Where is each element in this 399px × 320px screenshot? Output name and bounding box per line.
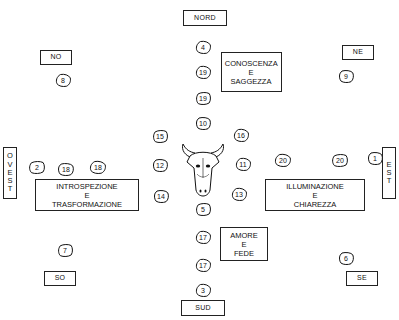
quadrant-box: ILLUMINAZIONE E CHIAREZZA [265, 179, 365, 211]
stone-number: 7 [63, 247, 67, 254]
stone-number: 19 [199, 95, 207, 102]
direction-box: EST [382, 147, 396, 199]
stone-number: 15 [156, 133, 164, 140]
stone-number: 13 [235, 191, 243, 198]
stone-number: 18 [62, 166, 70, 173]
stone-marker: 1 [368, 152, 383, 165]
stone-marker: 20 [332, 154, 348, 167]
stone-number: 10 [199, 120, 207, 127]
stone-number: 1 [373, 155, 377, 162]
quadrant-label: CONOSCENZA E SAGGEZZA [225, 59, 278, 86]
direction-label: NORD [194, 14, 216, 22]
direction-box: NORD [183, 10, 227, 26]
direction-label: NO [50, 53, 61, 61]
stone-marker: 10 [196, 117, 211, 130]
stone-number: 20 [279, 157, 287, 164]
direction-label: SO [55, 274, 66, 282]
stone-number: 3 [201, 287, 205, 294]
stone-marker: 18 [90, 161, 106, 174]
stone-number: 6 [344, 255, 348, 262]
stone-number: 8 [61, 77, 65, 84]
direction-label: OVEST [6, 152, 14, 193]
stone-marker: 7 [58, 244, 73, 257]
quadrant-box: INTROSPEZIONE E TRASFORMAZIONE [35, 179, 139, 211]
stone-number: 19 [199, 69, 207, 76]
stone-marker: 4 [196, 41, 211, 54]
quadrant-label: ILLUMINAZIONE E CHIAREZZA [286, 182, 344, 209]
stone-marker: 6 [339, 252, 354, 265]
direction-box: SO [44, 271, 76, 286]
stone-number: 9 [344, 73, 348, 80]
stone-marker: 18 [58, 163, 74, 176]
stone-number: 14 [157, 193, 165, 200]
quadrant-box: AMORE E FEDE [220, 227, 268, 261]
stone-marker: 12 [153, 159, 168, 172]
stone-marker: 15 [153, 130, 168, 143]
quadrant-box: CONOSCENZA E SAGGEZZA [221, 52, 282, 92]
direction-box: NO [40, 50, 72, 65]
direction-label: NE [353, 48, 363, 56]
quadrant-label: AMORE E FEDE [230, 231, 258, 258]
stone-number: 17 [199, 234, 207, 241]
stone-marker: 2 [29, 161, 45, 174]
stone-marker: 17 [196, 259, 211, 272]
stone-marker: 19 [196, 92, 211, 105]
stone-number: 17 [199, 262, 207, 269]
direction-box: SUD [181, 300, 225, 316]
stone-marker: 20 [275, 154, 291, 167]
direction-box: SE [346, 271, 378, 286]
direction-label: SE [357, 274, 367, 282]
stone-marker: 16 [234, 129, 249, 142]
direction-box: NE [342, 45, 374, 60]
stone-marker: 9 [339, 70, 354, 83]
stone-marker: 8 [56, 74, 71, 87]
stone-marker: 11 [236, 158, 251, 171]
stone-marker: 17 [196, 231, 211, 244]
direction-label: SUD [195, 304, 211, 312]
direction-box: OVEST [3, 147, 17, 199]
stone-marker: 14 [154, 190, 169, 203]
stone-marker: 19 [196, 66, 211, 79]
direction-label: EST [385, 161, 393, 186]
stone-number: 5 [201, 206, 205, 213]
stone-marker: 3 [196, 284, 211, 297]
stone-marker: 13 [232, 188, 247, 201]
stone-number: 20 [336, 157, 344, 164]
stone-number: 2 [35, 164, 39, 171]
stone-marker: 5 [196, 203, 211, 216]
stone-number: 12 [156, 162, 164, 169]
stone-number: 18 [94, 164, 102, 171]
stone-number: 4 [201, 44, 205, 51]
stone-number: 16 [237, 132, 245, 139]
quadrant-label: INTROSPEZIONE E TRASFORMAZIONE [52, 182, 122, 209]
stone-number: 11 [239, 161, 246, 168]
